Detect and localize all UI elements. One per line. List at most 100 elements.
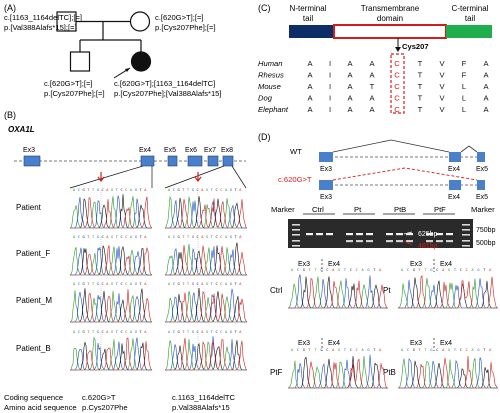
- residue: I: [329, 94, 331, 103]
- base-call: A: [168, 188, 171, 192]
- base-call: T: [315, 348, 318, 352]
- species-human: Human: [258, 59, 282, 68]
- residue: C: [394, 94, 400, 103]
- brother-symbol: [69, 51, 91, 72]
- residue: A: [347, 82, 353, 91]
- base-call: T: [187, 330, 190, 334]
- junction-ctrl: Ex3 Ex4: [298, 259, 340, 272]
- band-481: [356, 240, 363, 243]
- residue: L: [462, 82, 466, 91]
- base-call: C: [121, 188, 123, 192]
- base-call: A: [489, 348, 492, 352]
- residue: A: [307, 59, 313, 68]
- base-call: G: [111, 188, 113, 192]
- row-label-patient-b: Patient_B: [16, 344, 51, 353]
- band-625: [426, 233, 433, 236]
- base-call: C: [102, 330, 104, 334]
- base-call: A: [379, 268, 382, 272]
- wt-exon5: [477, 152, 485, 162]
- wt-splice: [332, 139, 450, 153]
- base-call: T: [344, 348, 347, 352]
- base-call: A: [225, 235, 228, 239]
- panel-c-label: (C): [258, 3, 271, 13]
- residue: A: [483, 105, 489, 114]
- mother-genotype: c.[620G>T];[=]: [155, 13, 204, 22]
- residue: F: [462, 59, 467, 68]
- exon-5-box: [167, 155, 178, 167]
- father-protein: p.[Val388Alafs*15];[=]: [4, 23, 77, 32]
- base-call: G: [413, 268, 415, 272]
- base-call: C: [407, 268, 409, 272]
- band-625: [346, 233, 353, 236]
- tm-bar: [333, 24, 447, 39]
- c-tail-line2: tail: [465, 14, 475, 23]
- lane-marker-right: Marker: [471, 205, 495, 214]
- base-call: G: [192, 330, 194, 334]
- ladder-band: [462, 245, 470, 247]
- base-call: G: [430, 348, 432, 352]
- base-call: T: [211, 188, 214, 192]
- base-call: T: [92, 330, 95, 334]
- base-call: C: [173, 235, 175, 239]
- wt-exon3: [319, 152, 333, 162]
- residue: V: [439, 105, 445, 114]
- base-call: G: [230, 282, 232, 286]
- base-call: A: [130, 235, 133, 239]
- residue: V: [439, 82, 445, 91]
- base-call: C: [356, 268, 358, 272]
- tm-line2: domain: [377, 14, 403, 23]
- base-call: T: [419, 348, 422, 352]
- trace-channel: [165, 337, 248, 371]
- lane-ctrl: Ctrl: [312, 205, 324, 214]
- mut-exon3: [319, 180, 333, 190]
- gel-image: [288, 219, 473, 248]
- base-call: T: [315, 268, 318, 272]
- exon-6-label: Ex6: [185, 147, 197, 154]
- base-call: A: [144, 282, 147, 286]
- base-call: G: [83, 282, 85, 286]
- base-call: G: [111, 282, 113, 286]
- base-call: A: [225, 282, 228, 286]
- row-label-patient-m: Patient_M: [16, 296, 52, 305]
- base-call: C: [460, 348, 462, 352]
- base-call: A: [106, 188, 109, 192]
- variant-2-arrow: [194, 172, 202, 182]
- base-call: G: [97, 330, 99, 334]
- base-call: T: [87, 282, 90, 286]
- base-call: C: [407, 348, 409, 352]
- base-call: C: [121, 282, 123, 286]
- base-call: A: [239, 330, 242, 334]
- wt-exon4: [449, 152, 461, 162]
- base-call: A: [144, 235, 147, 239]
- base-call: T: [187, 282, 190, 286]
- wt-label: WT: [290, 147, 302, 156]
- amino-acid-label: Amino acid sequence: [4, 403, 77, 412]
- residue: A: [347, 71, 353, 80]
- svg-text:Ex4: Ex4: [328, 340, 340, 347]
- svg-text:Ex3: Ex3: [410, 340, 422, 347]
- variant-2-cdna: c.1163_1164delTC: [172, 393, 236, 402]
- base-call: T: [187, 188, 190, 192]
- species-mouse: Mouse: [258, 82, 281, 91]
- mut-ex4-label: Ex4: [448, 194, 460, 201]
- base-call: T: [425, 348, 428, 352]
- base-call: T: [140, 330, 143, 334]
- residue: T: [370, 82, 375, 91]
- base-call: T: [140, 235, 143, 239]
- n-tail-line1: N-terminal: [290, 4, 327, 13]
- variant-1-protein: p.Cys207Phe: [82, 403, 128, 412]
- base-call: G: [206, 235, 208, 239]
- base-call: G: [477, 268, 479, 272]
- base-call: A: [362, 268, 365, 272]
- gel-bands: [292, 224, 470, 247]
- residue: L: [462, 94, 466, 103]
- base-call: C: [78, 188, 80, 192]
- base-call: C: [216, 188, 218, 192]
- junction-ptb: Ex3 Ex4: [410, 338, 452, 351]
- base-call: C: [125, 330, 127, 334]
- exon-7-label: Ex7: [204, 147, 216, 154]
